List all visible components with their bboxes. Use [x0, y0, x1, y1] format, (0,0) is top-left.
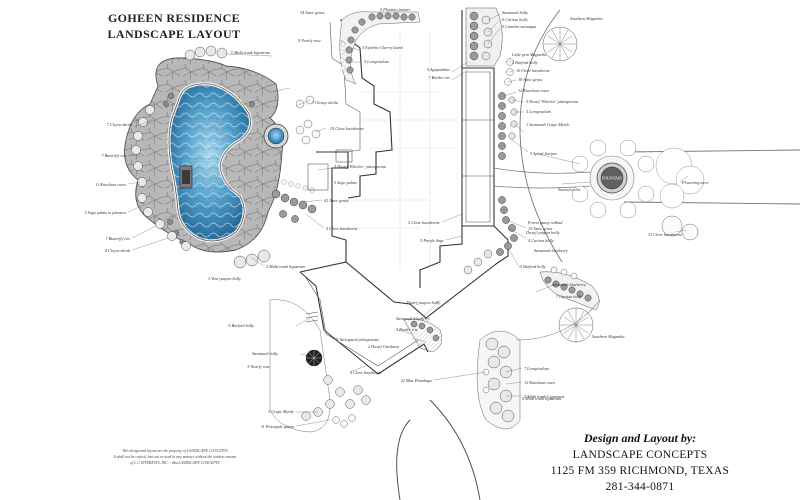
lower-right-bed: [476, 330, 521, 430]
plant-label: 3 Vosi yaupon holly: [208, 276, 241, 281]
plant-label: 3 Eyebrite Cherry laurel: [362, 45, 404, 50]
plant-label: 5 Camelia sasanqua: [502, 24, 536, 29]
plant-label: 11 Knockout roses: [95, 182, 126, 187]
plant-label: 4 Cleyra shrub: [105, 248, 130, 253]
title-line-1: GOHEEN RESIDENCE: [108, 11, 240, 25]
plant-label: 7 Butterfly iris: [102, 153, 127, 158]
plant-label: Little gem Magnolia: [511, 52, 546, 57]
copyright-line-2: It shall not be copied, lent out or used…: [113, 455, 238, 460]
plant-label: 5 Spiral Juniper: [530, 151, 558, 156]
plant-label: 3 Crape Myrtle: [268, 409, 294, 414]
plant-label: 1 Savannah Crape Myrtle: [526, 122, 570, 127]
plant-label: 10 Clove hawthorne: [516, 68, 550, 73]
plant-label: Flowering trees: [681, 180, 709, 185]
upper-center-bed: [339, 11, 421, 85]
plant-label: 5 Multi trunk ligustrum: [231, 50, 270, 55]
plant-label: Savannah holly: [502, 10, 528, 15]
plant-label: 33 Clove hawthorne: [648, 232, 682, 237]
plant-label: 5 Loropetalum: [526, 109, 551, 114]
credits-phone: 281-344-0871: [606, 481, 675, 493]
copyright-line-3: of L C INTERESTS, INC. - dba LANDSCAPE C…: [130, 461, 219, 466]
plant-label: 5 Loropetalum: [364, 59, 389, 64]
plant-label: 12 Knockout roses: [524, 380, 555, 385]
plant-label: 5 Border iris: [396, 327, 418, 332]
plant-label: 5 Burford holly: [228, 323, 254, 328]
plant-label: Stained color: [558, 187, 581, 192]
credits-block: Design and Layout by: LANDSCAPE CONCEPTS…: [551, 431, 729, 493]
right-wing-bed: [465, 7, 518, 256]
plant-label: 7 Loropetalum: [524, 366, 549, 371]
plant-label: Forest pansy redbud: [527, 220, 563, 225]
southern-magnolia-mid: [558, 307, 594, 343]
plant-label: 5 Purple Sage: [420, 238, 444, 243]
title-line-2: LANDSCAPE LAYOUT: [108, 27, 241, 41]
plant-label: 18 Aztec grass: [518, 77, 543, 82]
plant-label: Savannah blueberry: [534, 248, 568, 253]
pool-area: [124, 57, 289, 253]
plant-label: 5 Dwarf 'Wheeler' pittosporum: [526, 99, 578, 104]
plant-label: 7 Glossy abelia: [312, 100, 338, 105]
plant-label: 5 Clove hawthorne: [326, 226, 358, 231]
plant-label: 3 Sago palms: [334, 180, 357, 185]
southern-magnolia-top: [542, 26, 578, 62]
plant-label: 5 Dwarf 'Wheeler' pittosporum: [334, 164, 386, 169]
fountain-label: FOUNTAIN: [602, 176, 622, 181]
plant-label: Savannah blueberry: [552, 282, 586, 287]
plant-label: 6 Carissa holly: [502, 17, 528, 22]
plant-label: Savannah blueberry: [396, 316, 430, 321]
credits-company: LANDSCAPE CONCEPTS: [573, 449, 708, 461]
plant-label: 5 Variegated pittosporum: [336, 337, 379, 342]
plant-label: Dwarf yaupon holly: [406, 300, 441, 305]
plant-label: 4 Agapanthus: [427, 67, 450, 72]
plant-label: 7 Butterfly iris: [106, 236, 131, 241]
plant-label: 5 Burford holly: [520, 264, 546, 269]
lower-left-bed: [269, 299, 371, 433]
plant-label: 2 Dwarf Gardenia: [368, 344, 399, 349]
copyright-line-1: This design and layout are the property …: [122, 449, 228, 453]
plant-label: 34 Aztec grass: [300, 10, 325, 15]
credits-heading: Design and Layout by:: [583, 431, 696, 445]
plant-label: 15 Clove hawthorne: [330, 126, 364, 131]
plant-label: 7 Cleyra shrub: [107, 122, 132, 127]
plant-label: 41 Aztec grass: [324, 198, 349, 203]
plant-label: 7 Carissa holly: [556, 294, 582, 299]
plant-label: 9 Nearly rose: [298, 38, 321, 43]
plant-label: 12 Knockout roses: [518, 88, 549, 93]
plant-label: 5 Clove hawthorne: [408, 220, 440, 225]
plant-label: Southern Magnolia: [570, 16, 602, 21]
leader-lines: [127, 13, 689, 427]
plant-label: Savannah holly: [252, 351, 278, 356]
plant-label: 5 Clove hawthorne: [350, 370, 382, 375]
plant-label: Dwarf yaupon holly: [525, 230, 560, 235]
front-lawn-edge: [396, 399, 481, 500]
pool-shrubs: [131, 45, 321, 269]
plant-label: 5 Photinia frazzer: [380, 7, 411, 12]
driveway: FOUNTAIN: [493, 9, 800, 263]
plant-label: Southern Magnolia: [592, 334, 624, 339]
plant-label: 3 Sago palms in planters: [84, 210, 126, 215]
flowering-trees: [655, 147, 705, 209]
plant-label: 7 Border iris: [429, 75, 451, 80]
plant-label: 4 Carissa holly: [528, 238, 554, 243]
plant-label: 11 Pineapple guava: [261, 424, 294, 429]
plant-label: 5 Multi trunk ligustrum: [522, 396, 561, 401]
copyright-note: This design and layout are the property …: [113, 449, 238, 466]
plant-label: 2 Burford holly: [512, 60, 538, 65]
walkway-bed: [403, 249, 493, 353]
plant-label: 5 Multi trunk ligustrum: [266, 264, 305, 269]
right-middle-bed: [539, 266, 600, 311]
plant-label: 5 Multi trunk Ligustrum: [524, 394, 564, 399]
plant-labels: 7 Cleyra shrub 7 Butterfly iris 11 Knock…: [84, 7, 709, 429]
plant-label: 5 Nearly rose: [247, 364, 270, 369]
plant-label: 21 Blue Plumbago: [401, 378, 432, 383]
plant-label: 15 Aztec grass: [528, 226, 553, 231]
credits-address: 1125 FM 359 RICHMOND, TEXAS: [551, 465, 729, 477]
